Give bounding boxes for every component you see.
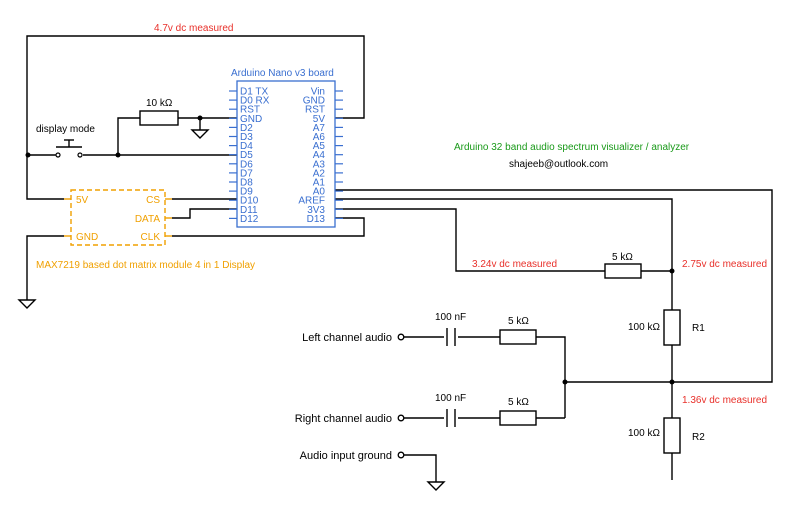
max-pin-cs: CS xyxy=(146,195,160,206)
display-mode-label: display mode xyxy=(36,124,95,135)
arduino-pin-label-left: D0 RX xyxy=(240,96,270,107)
arduino-pin-label-right: 5V xyxy=(313,114,326,125)
resistor-10k: 10 kΩ xyxy=(139,98,179,126)
max-pin-data: DATA xyxy=(135,214,161,225)
left-audio-label: Left channel audio xyxy=(302,332,392,344)
r1-name-label: R1 xyxy=(692,323,705,334)
arduino-pin-label-left: D11 xyxy=(240,205,258,216)
measurement-aref: 3.24v dc measured xyxy=(472,259,557,270)
r2-value-label: 100 kΩ xyxy=(628,428,660,439)
arduino-pin-label-left: GND xyxy=(240,114,262,125)
max7219-module: 5V GND CS DATA CLK MAX7219 based dot mat… xyxy=(36,189,255,271)
ground-symbol-max xyxy=(17,299,37,309)
capacitor-left: 100 nF xyxy=(435,312,466,346)
measurement-r2-top: 1.36v dc measured xyxy=(682,395,767,406)
ground-symbol-audio xyxy=(426,481,446,491)
arduino-pin-label-left: RST xyxy=(240,105,260,116)
arduino-pin-label-right: RST xyxy=(305,105,325,116)
audio-ground-label: Audio input ground xyxy=(300,450,392,462)
right-audio-label: Right channel audio xyxy=(295,413,392,425)
resistor-10k-label: 10 kΩ xyxy=(146,98,173,109)
arduino-pin-label-right: A5 xyxy=(313,141,326,152)
max-pin-5v: 5V xyxy=(76,195,89,206)
arduino-pin-label-right: A0 xyxy=(313,187,326,198)
arduino-pin-label-left: D6 xyxy=(240,159,253,170)
arduino-pin-label-right: GND xyxy=(303,96,325,107)
arduino-pin-label-right: A4 xyxy=(313,150,326,161)
r2-name-label: R2 xyxy=(692,432,705,443)
author-email: shajeeb@outlook.com xyxy=(509,159,608,170)
project-title: Arduino 32 band audio spectrum visualize… xyxy=(454,142,690,153)
resistor-r1: 100 kΩ R1 xyxy=(628,309,705,346)
wires xyxy=(26,35,773,482)
arduino-pin-label-right: Vin xyxy=(311,87,325,98)
audio-inputs: Left channel audio Right channel audio A… xyxy=(295,332,405,462)
max7219-caption: MAX7219 based dot matrix module 4 in 1 D… xyxy=(36,260,255,271)
arduino-pin-label-left: D5 xyxy=(240,150,253,161)
arduino-pin-label-right: 3V3 xyxy=(307,205,325,216)
measurement-r1-top: 2.75v dc measured xyxy=(682,259,767,270)
arduino-title: Arduino Nano v3 board xyxy=(231,68,334,79)
max-pin-gnd: GND xyxy=(76,232,98,243)
resistor-5k-right-label: 5 kΩ xyxy=(508,397,529,408)
arduino-pin-label-left: D7 xyxy=(240,168,253,179)
measurement-top: 4.7v dc measured xyxy=(154,23,234,34)
annotations: 4.7v dc measured 3.24v dc measured 2.75v… xyxy=(154,23,767,406)
arduino-pin-label-left: D2 xyxy=(240,123,253,134)
capacitor-right-label: 100 nF xyxy=(435,393,466,404)
arduino-pin-label-right: AREF xyxy=(298,196,325,207)
resistor-5k-right: 5 kΩ xyxy=(499,397,537,426)
resistor-r2: 100 kΩ R2 xyxy=(628,417,705,454)
arduino-pin-label-left: D10 xyxy=(240,196,259,207)
arduino-pin-label-right: A2 xyxy=(313,168,326,179)
resistor-5k-left: 5 kΩ xyxy=(499,316,537,345)
junctions xyxy=(25,115,675,385)
resistor-5k-aref-label: 5 kΩ xyxy=(612,252,633,263)
arduino-pin-label-left: D4 xyxy=(240,141,253,152)
arduino-pin-label-right: A7 xyxy=(313,123,326,134)
arduino-pin-label-left: D8 xyxy=(240,178,253,189)
arduino-pin-label-left: D9 xyxy=(240,187,253,198)
arduino-pin-label-left: D3 xyxy=(240,132,253,143)
display-mode-button: display mode xyxy=(36,124,95,158)
ground-symbol-10k xyxy=(190,129,210,139)
resistor-5k-left-label: 5 kΩ xyxy=(508,316,529,327)
arduino-pin-label-right: D13 xyxy=(307,214,326,225)
arduino-pin-label-left: D12 xyxy=(240,214,259,225)
capacitor-left-label: 100 nF xyxy=(435,312,466,323)
arduino-pin-label-left: D1 TX xyxy=(240,87,268,98)
max-pin-clk: CLK xyxy=(141,232,161,243)
r1-value-label: 100 kΩ xyxy=(628,322,660,333)
capacitor-right: 100 nF xyxy=(435,393,466,427)
resistor-5k-aref: 5 kΩ xyxy=(604,252,642,279)
arduino-pin-label-right: A6 xyxy=(313,132,326,143)
arduino-pin-label-right: A3 xyxy=(313,159,326,170)
arduino-pin-label-right: A1 xyxy=(313,178,326,189)
